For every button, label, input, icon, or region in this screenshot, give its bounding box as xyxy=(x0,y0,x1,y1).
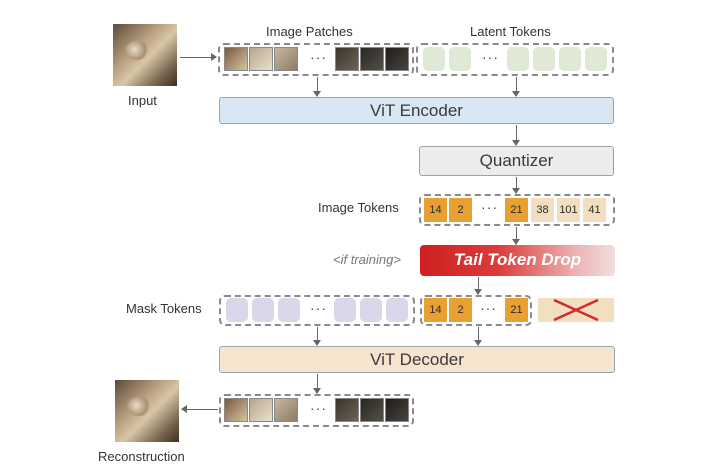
image-token: 101 xyxy=(557,198,580,222)
encoder-to-quantizer-arrow xyxy=(512,125,520,146)
output-patch xyxy=(224,398,248,422)
tokens-to-drop-arrow xyxy=(512,227,520,245)
kept-token: 21 xyxy=(505,298,528,322)
latent-token xyxy=(449,47,471,71)
image-token: 38 xyxy=(531,198,554,222)
latent-token xyxy=(585,47,607,71)
image-tokens-label: Image Tokens xyxy=(318,200,399,215)
tail-token-drop-block: Tail Token Drop xyxy=(420,245,615,276)
mask-tokens-label: Mask Tokens xyxy=(126,301,202,316)
quantizer-block: Quantizer xyxy=(419,146,614,176)
latent-tokens-group xyxy=(416,43,614,76)
dropped-tokens xyxy=(538,298,614,322)
if-training-label: <if training> xyxy=(333,252,401,267)
input-image xyxy=(113,24,177,86)
kept-tokens-ellipsis: ··· xyxy=(480,300,497,316)
output-patch xyxy=(335,398,359,422)
vit-encoder-block: ViT Encoder xyxy=(219,97,614,124)
mask-token xyxy=(252,298,274,322)
latent-token xyxy=(559,47,581,71)
output-patch xyxy=(249,398,273,422)
reconstruction-label: Reconstruction xyxy=(98,449,185,464)
kept-tokens-group xyxy=(420,295,532,326)
mask-token xyxy=(334,298,356,322)
image-token: 21 xyxy=(505,198,528,222)
mask-token xyxy=(360,298,382,322)
kept-to-decoder-arrow xyxy=(474,327,482,346)
mask-ellipsis: ··· xyxy=(310,300,327,316)
output-patches-group xyxy=(219,394,414,427)
image-patch xyxy=(224,47,248,71)
vit-decoder-block: ViT Decoder xyxy=(219,346,615,373)
patches-ellipsis: ··· xyxy=(310,49,327,65)
image-patches-group xyxy=(218,43,414,76)
patches-to-encoder-arrow xyxy=(313,77,321,97)
output-ellipsis: ··· xyxy=(310,400,327,416)
image-tokens-ellipsis: ··· xyxy=(481,199,498,215)
latent-token xyxy=(507,47,529,71)
mask-tokens-group xyxy=(219,295,415,326)
image-token: 2 xyxy=(449,198,472,222)
input-label: Input xyxy=(128,93,157,108)
image-patch xyxy=(360,47,384,71)
image-token: 14 xyxy=(424,198,447,222)
reconstruction-image xyxy=(115,380,179,442)
latent-to-encoder-arrow xyxy=(512,77,520,97)
output-patch xyxy=(360,398,384,422)
mask-token xyxy=(226,298,248,322)
latent-ellipsis: ··· xyxy=(482,49,499,65)
mask-token xyxy=(386,298,408,322)
image-patch xyxy=(385,47,409,71)
mask-token xyxy=(278,298,300,322)
image-patch xyxy=(249,47,273,71)
quantizer-to-tokens-arrow xyxy=(512,177,520,194)
latent-tokens-label: Latent Tokens xyxy=(470,24,551,39)
latent-token xyxy=(423,47,445,71)
kept-token: 2 xyxy=(449,298,472,322)
image-token: 41 xyxy=(583,198,606,222)
image-patch xyxy=(274,47,298,71)
output-patch xyxy=(385,398,409,422)
image-patch xyxy=(335,47,359,71)
drop-to-kept-arrow xyxy=(474,277,482,295)
output-to-reconstruction-arrow xyxy=(181,405,218,413)
output-patch xyxy=(274,398,298,422)
image-tokens-group xyxy=(419,194,615,226)
mask-to-decoder-arrow xyxy=(313,327,321,346)
latent-token xyxy=(533,47,555,71)
decoder-to-output-arrow xyxy=(313,374,321,394)
input-arrow xyxy=(180,53,217,61)
image-patches-label: Image Patches xyxy=(266,24,353,39)
cross-icon xyxy=(553,298,599,322)
kept-token: 14 xyxy=(424,298,447,322)
